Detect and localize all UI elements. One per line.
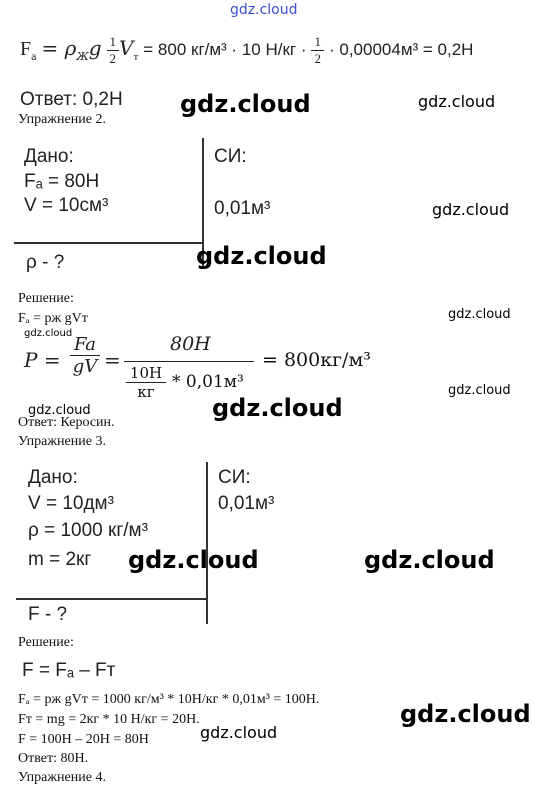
ex3-given-title: Дано: xyxy=(28,467,78,488)
ex2-frac-num: Fa xyxy=(70,334,100,356)
ex2-calc-num: 80H xyxy=(170,333,211,355)
ex1-answer: Ответ: 0,2Н xyxy=(20,89,123,110)
ex3-line-2: Fт = mg = 2кг * 10 Н/кг = 20Н. xyxy=(18,712,200,727)
ex2-table-hline xyxy=(14,242,204,244)
ex2-calc-lhs: P = xyxy=(24,348,61,372)
ex2-si-title: СИ: xyxy=(214,146,247,167)
ex3-given-1: V = 10дм³ xyxy=(28,493,114,514)
ex2-calc-bar xyxy=(124,361,254,362)
ex2-solution: Решение: xyxy=(18,291,74,306)
watermark: gdz.cloud xyxy=(196,242,327,270)
ex1-f-sub: а xyxy=(31,49,37,64)
ex3-find: F - ? xyxy=(28,604,68,625)
watermark-top: gdz.cloud xyxy=(230,2,298,18)
watermark: gdz.cloud xyxy=(448,383,511,398)
ex1-eq: = ρ xyxy=(41,36,77,61)
ex2-calc-frac: Fa gV xyxy=(70,334,100,377)
watermark: gdz.cloud xyxy=(180,90,311,118)
ex3-si-1: 0,01м³ xyxy=(218,493,275,514)
ex3-formula-main: F = Fₐ – Fт xyxy=(22,660,116,681)
watermark: gdz.cloud xyxy=(128,546,259,574)
ex2-table-vline xyxy=(202,138,204,266)
ex2-given-1: Fₐ = 80Н xyxy=(24,171,100,192)
ex1-v: V xyxy=(119,36,134,61)
ex1-rho-sub: Ж xyxy=(76,50,89,64)
ex2-formula: Fₐ = pж gVт xyxy=(18,311,88,326)
ex3-si-title: СИ: xyxy=(218,467,251,488)
ex3-solution: Решение: xyxy=(18,635,74,650)
ex1-g: g xyxy=(88,36,102,61)
ex2-given-title: Дано: xyxy=(24,146,74,167)
ex4-heading: Упражнение 4. xyxy=(18,770,106,785)
ex3-given-3: m = 2кг xyxy=(28,549,92,570)
ex2-den-den: кг xyxy=(137,383,155,401)
ex2-given-2: V = 10см³ xyxy=(24,195,109,216)
watermark: gdz.cloud xyxy=(432,200,510,219)
watermark: gdz.cloud xyxy=(418,92,496,111)
ex3-line-1: Fₐ = pж gVт = 1000 кг/м³ * 10Н/кг * 0,01… xyxy=(18,692,320,707)
watermark: gdz.cloud xyxy=(448,307,511,322)
ex3-answer: Ответ: 80Н. xyxy=(18,751,89,766)
ex3-given-2: ρ = 1000 кг/м³ xyxy=(28,520,148,541)
ex2-calc-result: = 800кг/м³ xyxy=(262,349,371,371)
ex2-calc-den-frac: 10H кг xyxy=(126,364,166,401)
watermark: gdz.cloud xyxy=(28,403,91,418)
ex2-frac-den: gV xyxy=(72,356,98,377)
watermark: gdz.cloud xyxy=(400,700,531,728)
ex1-v-sub: т xyxy=(133,51,139,64)
watermark: gdz.cloud xyxy=(24,328,73,339)
ex3-line-3: F = 100Н – 20Н = 80Н xyxy=(18,732,149,747)
ex3-table-hline xyxy=(16,598,208,600)
ex1-f: F xyxy=(20,38,32,61)
ex3-heading: Упражнение 3. xyxy=(18,434,106,449)
watermark: gdz.cloud xyxy=(364,546,495,574)
ex1-rest: = 800 кг/м³ · 10 Н/кг · xyxy=(143,40,307,60)
ex2-calc-eq: = xyxy=(104,348,121,372)
ex2-answer: Ответ: Керосин. xyxy=(18,415,115,430)
watermark: gdz.cloud xyxy=(200,723,278,742)
watermark: gdz.cloud xyxy=(212,394,343,422)
ex1-tail: · 0,00004м³ = 0,2Н xyxy=(328,40,474,60)
ex2-find: ρ - ? xyxy=(26,252,65,273)
ex2-calc-den-mult: * 0,01м³ xyxy=(172,372,244,392)
ex2-heading: Упражнение 2. xyxy=(18,112,106,127)
ex3-table-vline xyxy=(206,462,208,624)
ex2-si-1: 0,01м³ xyxy=(214,198,271,219)
ex2-den-num: 10H xyxy=(126,364,166,383)
